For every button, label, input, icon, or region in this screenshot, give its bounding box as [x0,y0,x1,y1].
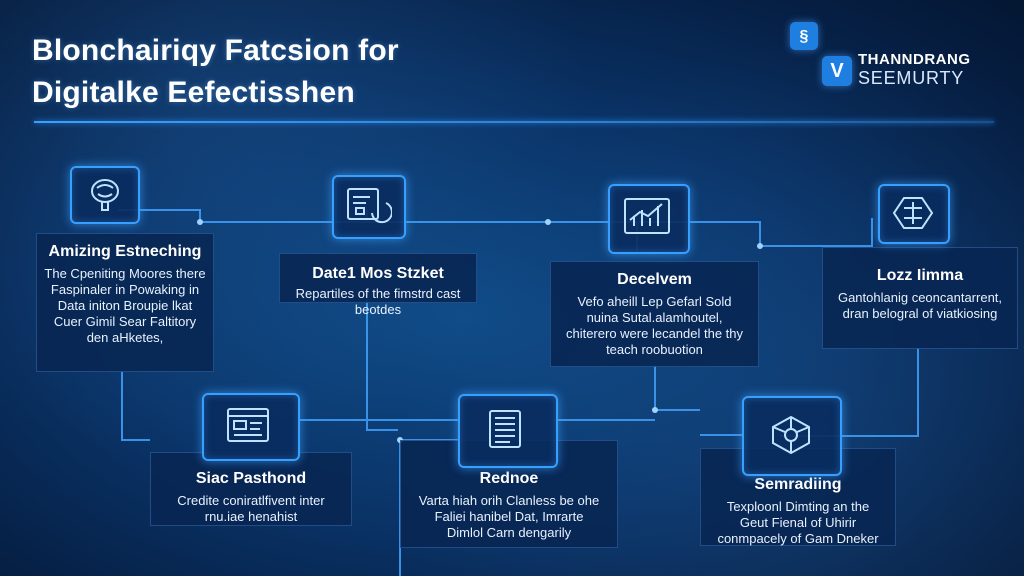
title-divider [34,121,994,123]
node-card-1: Amizing Estneching The Cpeniting Moores … [36,233,214,372]
node-card-2: Date1 Mos Stzket Repartiles of the fimst… [279,253,477,317]
document-list-icon [489,410,521,448]
hexagon-network-icon [772,415,810,455]
dashboard-gauge-icon [347,188,392,224]
node-3-body: Vefo aheill Lep Gefarl Sold nuina Sutal.… [565,294,744,357]
logo-text-line2: SEEMURTY [858,68,965,88]
node-4-body: Gantohlanig ceoncantarrent, dran belogra… [837,290,1003,321]
brand-logo: § V THANNDRANG SEEMURTY [790,22,990,92]
node-4-title: Lozz Iimma [876,267,964,284]
page-title-line1: Blonchairiqy Fatcsion for [32,34,399,67]
node-1-title: Amizing Estneching [48,243,202,260]
node-7-icon-box [742,396,842,476]
node-5-body: Credite coniratlfivent inter rnu.iae hen… [177,493,325,524]
node-card-5: Siac Pasthond Credite coniratlfivent int… [150,452,352,526]
node-7-title: Semradiing [754,476,842,493]
bar-chart-icon [624,198,670,234]
page-title-line2: Digitalke Eefectisshen [32,76,355,109]
browser-window-icon [227,408,269,442]
page-title: Blonchairiqy Fatcsion for Digitalke Eefe… [32,30,592,114]
node-card-4: Lozz Iimma Gantohlanig ceoncantarrent, d… [822,247,1018,349]
logo-badge-main: V [822,56,852,86]
node-6-icon-box [458,394,558,468]
logo-text-line1: THANNDRANG [858,51,971,68]
node-6-body: Varta hiah orih Clanless be ohe Faliei h… [418,493,600,540]
node-7-body: Texploonl Dimting an the Geut Fienal of … [717,499,879,546]
node-2-title: Date1 Mos Stzket [312,265,444,282]
brain-head-icon [91,179,119,211]
node-3-title: Decelvem [617,271,692,288]
circuit-chip-icon [892,197,934,229]
logo-text: THANNDRANG SEEMURTY [858,50,971,88]
node-4-icon-box [878,184,950,244]
node-2-icon-box [332,175,406,239]
node-3-icon-box [608,184,690,254]
node-5-icon-box [202,393,300,461]
node-1-icon-box [70,166,140,224]
node-card-3: Decelvem Vefo aheill Lep Gefarl Sold nui… [550,261,759,367]
node-6-title: Rednoe [479,470,539,487]
node-1-body: The Cpeniting Moores there Faspinaler in… [44,266,206,345]
node-5-title: Siac Pasthond [195,470,307,487]
logo-badge-small: § [790,22,818,50]
node-2-body: Repartiles of the fimstrd cast beotdes [295,286,461,317]
